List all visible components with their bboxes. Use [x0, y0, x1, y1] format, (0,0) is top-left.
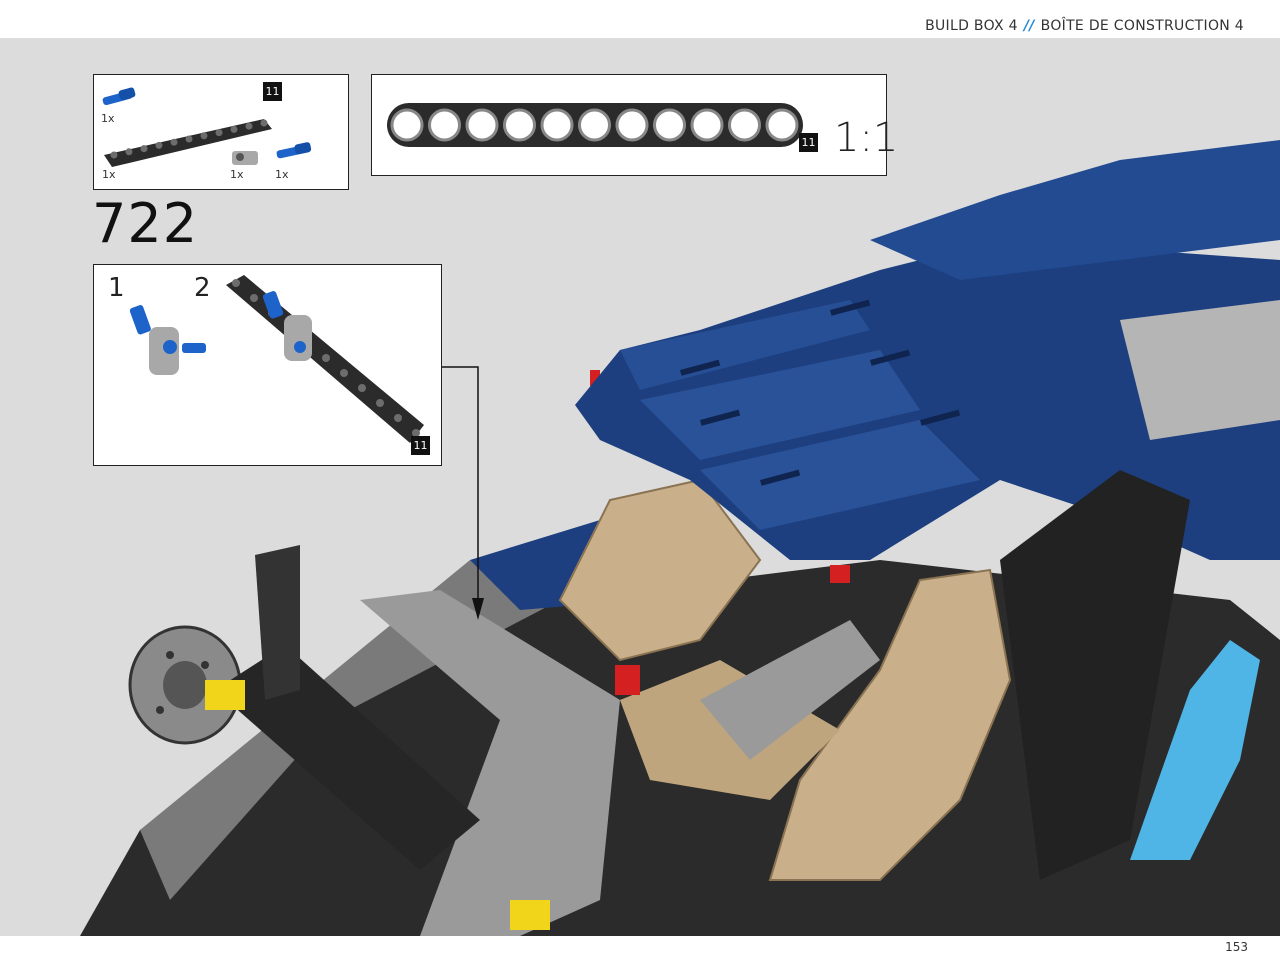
page-number: 153: [1225, 940, 1248, 954]
ruler-hole: [653, 108, 686, 142]
rear-side-blades: [1000, 470, 1190, 880]
front-upright: [255, 545, 300, 700]
ruler-hole: [503, 108, 536, 142]
liftarm-hole: [200, 132, 208, 140]
sub-assembly-box: 1 2 11: [93, 264, 442, 466]
parts-list-art: [102, 87, 312, 167]
ruler-length-badge: 11: [799, 133, 818, 152]
liftarm-hole: [358, 384, 366, 392]
roof-panel-3: [700, 420, 980, 530]
rear-wing: [870, 140, 1280, 280]
ruler-hole: [540, 108, 574, 142]
front-suspension-arm: [215, 645, 480, 870]
parts-list-box: 1x 1x 1x 1x 11: [93, 74, 349, 190]
liftarm-hole: [155, 141, 163, 149]
red-part-2: [830, 565, 850, 583]
liftarm-hole: [232, 279, 240, 287]
light-blue-panel: [1130, 640, 1260, 860]
ruler-box: 11 1:1: [371, 74, 898, 176]
liftarm-11-icon: [104, 119, 272, 167]
ruler-hole: [465, 108, 499, 142]
liftarm-hole: [260, 119, 268, 127]
title-separator: //: [1023, 18, 1035, 34]
scale-label: 1:1: [834, 115, 899, 161]
liftarm-hole: [394, 414, 402, 422]
ruler-hole: [390, 108, 424, 142]
engine-block: [1120, 300, 1280, 440]
ruler-hole: [690, 108, 724, 142]
liftarm-hole: [185, 135, 193, 143]
liftarm-hole: [322, 354, 330, 362]
part-qty-4: 1x: [275, 168, 289, 181]
liftarm-hole: [230, 125, 238, 133]
cross-block-icon: [232, 151, 258, 165]
red-part-3: [590, 370, 600, 386]
red-part: [615, 665, 640, 695]
center-tunnel: [700, 620, 880, 760]
build-box-fr: BOÎTE DE CONSTRUCTION 4: [1040, 18, 1244, 34]
roof-panel-2: [640, 350, 920, 460]
substep-2-length-badge: 11: [411, 436, 430, 455]
part-qty-1: 1x: [101, 112, 115, 125]
liftarm-hole: [140, 145, 148, 153]
liftarm-hole: [110, 151, 118, 159]
build-box-title: BUILD BOX 4 // BOÎTE DE CONSTRUCTION 4: [925, 18, 1244, 34]
liftarm-hole: [125, 148, 133, 156]
ruler-hole: [428, 108, 461, 142]
liftarm-hole: [250, 294, 258, 302]
yellow-part: [205, 680, 245, 710]
blue-pin-icon: [102, 87, 136, 106]
yellow-part-2: [510, 900, 550, 930]
liftarm-holes: [110, 119, 268, 159]
liftarm-hole: [170, 138, 178, 146]
vent-slots: [679, 299, 961, 486]
liftarm-hole: [412, 429, 420, 437]
ruler-beam-icon: [387, 103, 803, 147]
model-illustration: [80, 140, 1280, 936]
substep-1-label: 1: [108, 273, 125, 303]
build-box-en: BUILD BOX 4: [925, 18, 1018, 34]
part-qty-2: 1x: [102, 168, 116, 181]
part-qty-3: 1x: [230, 168, 244, 181]
sub-assembly-art: [129, 275, 424, 443]
substep-2-liftarm-icon: [226, 275, 424, 443]
page-header: BUILD BOX 4 // BOÎTE DE CONSTRUCTION 4: [0, 0, 1280, 38]
pointer-arrow-icon: [472, 598, 484, 620]
roof-panel-1: [620, 300, 870, 390]
ruler-hole: [578, 108, 611, 142]
liftarm-hole: [376, 399, 384, 407]
ruler-hole: [728, 108, 761, 142]
page-footer: 153: [0, 936, 1280, 974]
chassis-grey-rail: [360, 590, 620, 936]
passenger-seat: [558, 478, 762, 662]
ruler-holes: [390, 108, 799, 142]
ruler-hole: [765, 108, 799, 142]
instruction-stage: 1x 1x 1x 1x 11 11 1:1 722 1 2: [0, 38, 1280, 936]
substep-2-label: 2: [194, 273, 211, 303]
ruler-hole: [615, 108, 649, 142]
brake-disc-icon: [128, 625, 242, 745]
liftarm-hole: [245, 122, 253, 130]
step-number: 722: [92, 192, 199, 255]
substep-1-pin-block-icon: [129, 305, 206, 375]
blue-pin-icon-2: [276, 142, 312, 159]
liftarm-hole: [215, 129, 223, 137]
liftarm-hole: [340, 369, 348, 377]
part-length-badge: 11: [263, 82, 282, 101]
pointer-line: [441, 366, 479, 610]
